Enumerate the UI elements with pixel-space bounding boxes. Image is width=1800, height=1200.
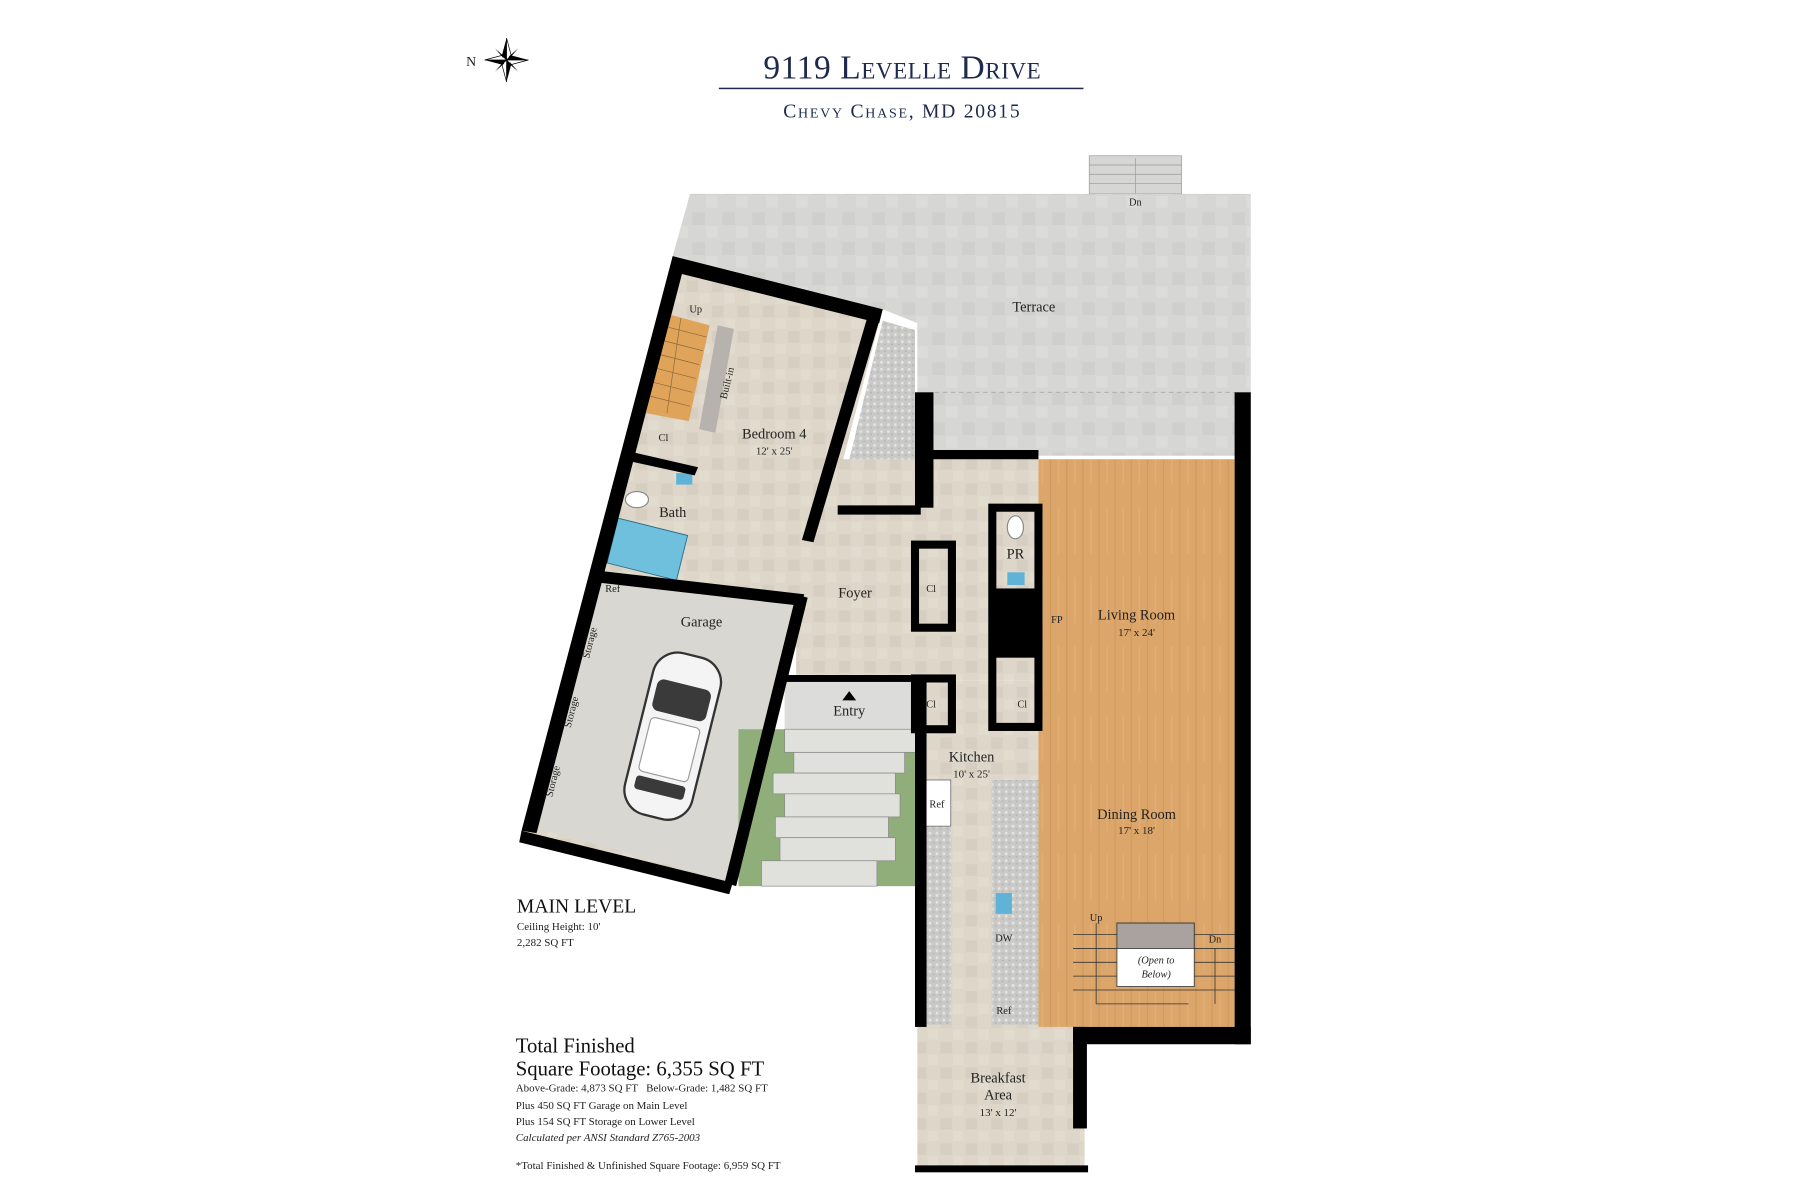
- ansi-standard: Calculated per ANSI Standard Z765-2003: [516, 1132, 701, 1144]
- room-dims-kitchen: 10' x 25': [953, 769, 990, 781]
- label-open-to-below-1: (Open to: [1138, 955, 1175, 966]
- total-footnote: *Total Finished & Unfinished Square Foot…: [516, 1160, 781, 1172]
- label-up: Up: [1090, 913, 1103, 924]
- entry-porch: [784, 680, 918, 730]
- kitchen-sink-icon: [995, 893, 1012, 914]
- label-dn: Dn: [1129, 197, 1142, 208]
- toilet-icon: [1006, 515, 1025, 540]
- room-dims-dining-room: 17' x 18': [1118, 825, 1155, 837]
- compass-rose-icon: [484, 37, 529, 83]
- label-closet: Cl: [926, 699, 936, 710]
- room-dims-living-room: 17' x 24': [1118, 627, 1155, 639]
- room-label-dining-room: Dining Room: [1097, 807, 1176, 823]
- room-label-entry: Entry: [833, 703, 866, 719]
- label-dishwasher: DW: [995, 934, 1012, 945]
- level-sqft: 2,282 SQ FT: [517, 937, 574, 949]
- label-ref: Ref: [605, 584, 621, 595]
- compass-north-label: N: [466, 54, 476, 69]
- label-fireplace: FP: [1051, 615, 1063, 626]
- page-title: 9119 Levelle Drive: [763, 49, 1041, 86]
- terrace: [672, 155, 1251, 460]
- room-label-breakfast-line2: Area: [984, 1088, 1013, 1104]
- total-heading-2: Square Footage: 6,355 SQ FT: [516, 1058, 765, 1080]
- kitchen-counter: [925, 826, 951, 1025]
- garage-sqft: Plus 450 SQ FT Garage on Main Level: [516, 1100, 688, 1112]
- label-closet: Cl: [926, 584, 936, 595]
- room-label-living-room: Living Room: [1098, 608, 1175, 624]
- label-ref: Ref: [929, 800, 945, 811]
- sink-icon: [676, 473, 693, 485]
- label-ref: Ref: [996, 1006, 1012, 1017]
- car-icon: [623, 651, 723, 821]
- title-underline: [718, 87, 1084, 90]
- level-name: MAIN LEVEL: [517, 897, 636, 918]
- room-label-bedroom-4: Bedroom 4: [742, 426, 806, 442]
- grade-breakdown: Above-Grade: 4,873 SQ FT Below-Grade: 1,…: [516, 1083, 768, 1095]
- room-label-kitchen: Kitchen: [949, 750, 995, 766]
- refrigerator: [925, 779, 952, 827]
- sink-icon: [1007, 572, 1025, 585]
- compass: N: [466, 37, 529, 83]
- room-label-foyer: Foyer: [838, 586, 872, 602]
- room-label-powder-room: PR: [1007, 546, 1025, 562]
- room-dims-breakfast-area: 13' x 12': [980, 1107, 1017, 1119]
- label-closet: Cl: [1017, 699, 1027, 710]
- walls: [519, 256, 1251, 1173]
- label-open-to-below-2: Below): [1141, 969, 1171, 980]
- breakfast-floor: [917, 1026, 1085, 1172]
- room-label-garage: Garage: [681, 615, 723, 631]
- room-label-terrace: Terrace: [1012, 300, 1055, 316]
- entry-arrow-icon: [842, 691, 857, 701]
- ceiling-height: Ceiling Height: 10': [517, 921, 601, 933]
- label-closet: Cl: [659, 433, 669, 444]
- label-up: Up: [689, 305, 702, 316]
- toilet-icon: [624, 490, 650, 509]
- page-subtitle: Chevy Chase, MD 20815: [783, 102, 1021, 123]
- room-dims-bedroom-4: 12' x 25': [756, 446, 793, 458]
- storage-sqft: Plus 154 SQ FT Storage on Lower Level: [516, 1116, 695, 1128]
- stairs-open-to-below: [1073, 922, 1235, 1005]
- room-label-bath: Bath: [659, 505, 687, 521]
- room-label-breakfast-line1: Breakfast: [970, 1070, 1025, 1086]
- total-heading-1: Total Finished: [516, 1035, 636, 1057]
- label-dn: Dn: [1209, 935, 1222, 946]
